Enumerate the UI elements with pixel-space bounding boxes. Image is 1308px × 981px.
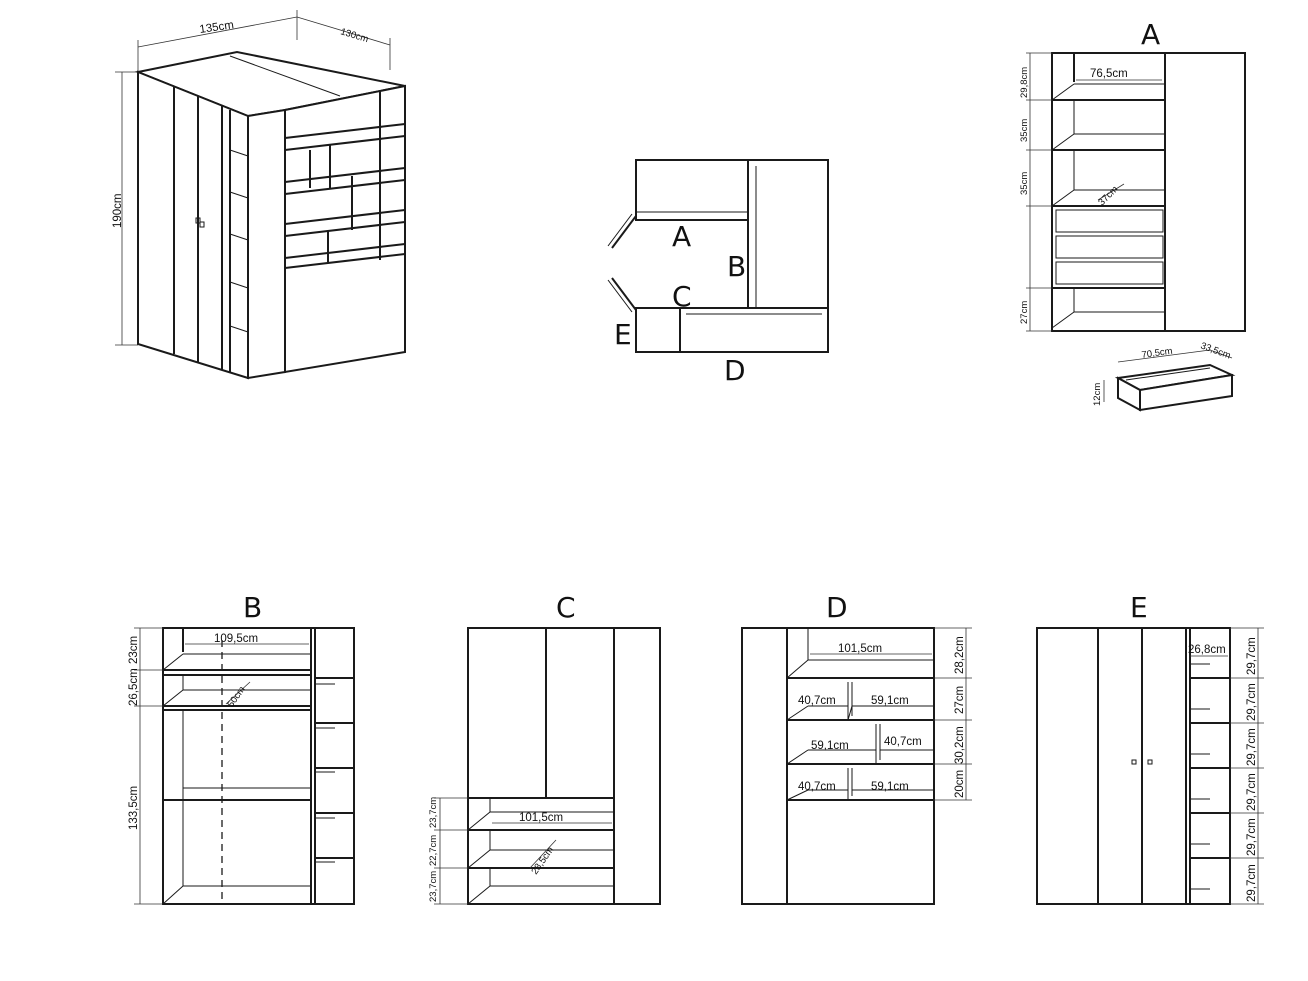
view-e-height-3: 29,7cm xyxy=(1246,728,1258,766)
view-d-row1-right: 59,1cm xyxy=(871,695,909,707)
view-c-width-label: 101,5cm xyxy=(519,812,563,824)
drawer-width-label: 70,5cm xyxy=(1141,346,1173,361)
plan-label-c: C xyxy=(672,280,692,313)
view-e-height-5: 29,7cm xyxy=(1246,818,1258,856)
view-d-width-label: 101,5cm xyxy=(838,643,882,655)
view-d-row3-left: 40,7cm xyxy=(798,781,836,793)
drawer-depth-label: 33,5cm xyxy=(1199,340,1232,361)
view-e-height-1: 29,7cm xyxy=(1246,637,1258,675)
door-knob-icon xyxy=(1131,759,1137,765)
view-a-width-label: 76,5cm xyxy=(1090,68,1128,80)
view-a-height-1: 29,8cm xyxy=(1019,67,1030,98)
overall-width-label: 135cm xyxy=(199,19,235,36)
overall-depth-label: 130cm xyxy=(339,26,370,45)
view-a-height-2: 35cm xyxy=(1019,119,1030,142)
view-d-row3-right: 59,1cm xyxy=(871,781,909,793)
view-d-row1-left: 40,7cm xyxy=(798,695,836,707)
view-c-title: C xyxy=(556,591,576,624)
plan-label-e: E xyxy=(614,318,632,351)
plan-label-b: B xyxy=(727,250,746,283)
view-d-row2-right: 40,7cm xyxy=(884,736,922,748)
door-knob-icon xyxy=(1147,759,1153,765)
view-d-height-1: 28,2cm xyxy=(954,636,966,674)
view-c-height-1: 23,7cm xyxy=(428,797,439,828)
view-d: D 101,5cm 40,7cm 59,1cm 59,1cm 40,7cm 40… xyxy=(741,591,972,905)
door-knob-icon xyxy=(195,217,201,224)
view-d-height-4: 20cm xyxy=(954,770,966,798)
view-c-height-3: 23,7cm xyxy=(428,871,439,902)
view-e-height-2: 29,7cm xyxy=(1246,683,1258,721)
view-b-height-2: 26,5cm xyxy=(128,668,140,706)
plan-label-d: D xyxy=(724,354,746,387)
overall-height-label: 190cm xyxy=(112,193,124,228)
view-b-width-label: 109,5cm xyxy=(214,633,258,645)
view-b-height-3: 133,5cm xyxy=(128,786,140,830)
view-a: A 76,5cm 37cm 29,8cm 35cm 35cm xyxy=(1019,18,1246,412)
view-b-height-1: 23cm xyxy=(128,636,140,664)
drawer-height-label: 12cm xyxy=(1092,383,1103,406)
view-e-height-4: 29,7cm xyxy=(1246,773,1258,811)
view-e-title: E xyxy=(1130,591,1148,624)
view-e-width-label: 26,8cm xyxy=(1188,644,1226,656)
view-e-height-6: 29,7cm xyxy=(1246,864,1258,902)
view-a-title: A xyxy=(1141,18,1160,51)
view-b-title: B xyxy=(243,591,262,624)
view-d-height-2: 27cm xyxy=(954,686,966,714)
door-knob-icon xyxy=(199,221,205,228)
view-c: C 101,5cm 28,5cm 23,7cm 22,7cm 23,7cm xyxy=(428,591,661,905)
isometric-view: 135cm 130cm 190cm xyxy=(112,10,406,380)
view-e: E 26,8cm 29,7cm 29,7cm 29,7cm 29,7cm 29,… xyxy=(1036,591,1264,905)
plan-view: A B C E D xyxy=(607,159,829,387)
view-b: B 109,5cm 50cm xyxy=(128,591,355,905)
plan-label-a: A xyxy=(672,220,691,253)
view-d-row2-left: 59,1cm xyxy=(811,740,849,752)
view-a-height-3: 35cm xyxy=(1019,172,1030,195)
drawer-drawing: 70,5cm 33,5cm 12cm xyxy=(1092,340,1236,412)
view-a-height-4: 27cm xyxy=(1019,301,1030,324)
view-d-title: D xyxy=(826,591,848,624)
view-c-height-2: 22,7cm xyxy=(428,835,439,866)
view-d-height-3: 30,2cm xyxy=(954,726,966,764)
